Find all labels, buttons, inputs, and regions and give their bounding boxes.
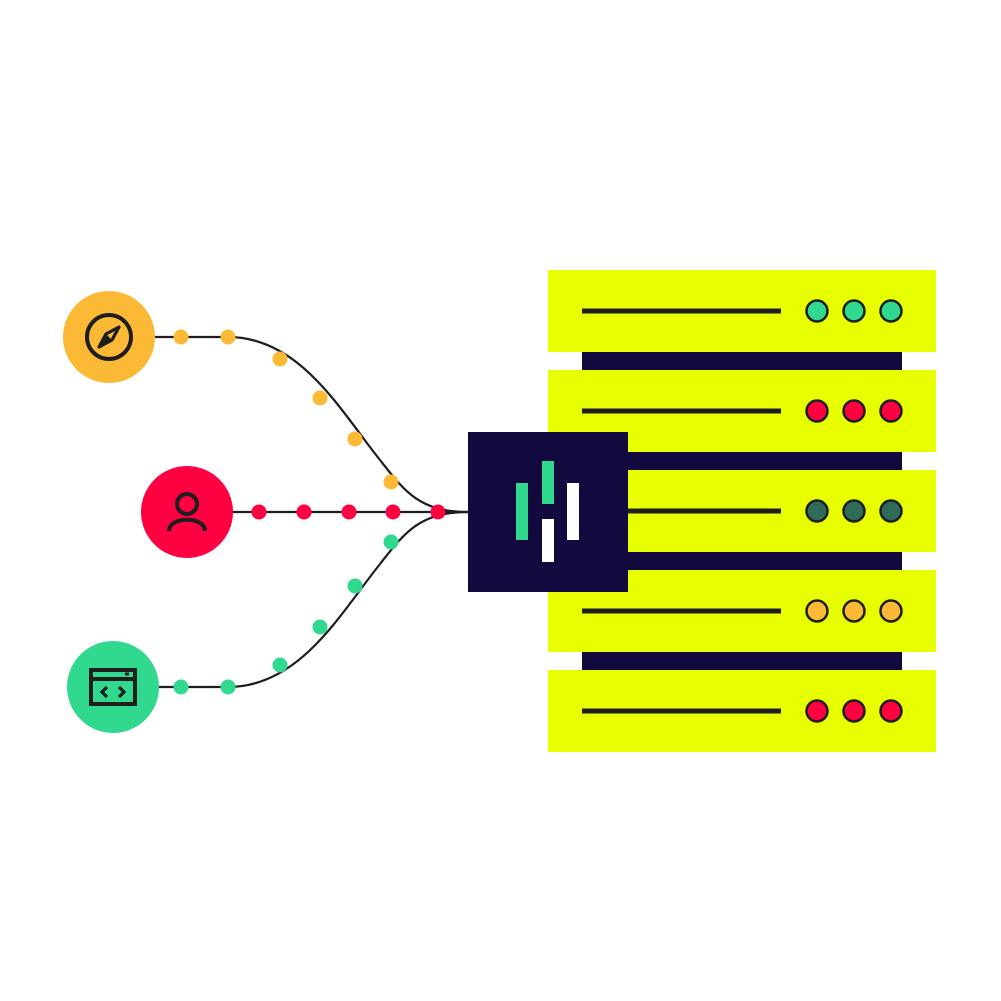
status-light <box>842 299 866 323</box>
status-light <box>842 399 866 423</box>
server-rack <box>548 270 936 752</box>
flow-dot <box>383 534 399 550</box>
status-light <box>842 599 866 623</box>
flow-dot <box>173 329 189 345</box>
flow-dot <box>220 329 236 345</box>
hub[interactable] <box>468 432 628 592</box>
server-unit <box>548 270 936 352</box>
status-light <box>879 399 903 423</box>
flow-dot <box>430 504 446 520</box>
status-light <box>805 599 829 623</box>
flow-dot <box>347 578 363 594</box>
flow-dot <box>251 504 267 520</box>
status-light <box>805 699 829 723</box>
user-icon <box>167 492 207 532</box>
connection-line <box>159 510 469 689</box>
flow-dot <box>385 504 401 520</box>
flow-dot <box>347 431 363 447</box>
source-nodes <box>63 291 233 733</box>
flow-dot <box>272 657 288 673</box>
status-light <box>805 399 829 423</box>
server-unit <box>548 670 936 752</box>
compass-icon <box>85 313 133 361</box>
compass-source[interactable] <box>63 291 155 383</box>
flow-dots <box>173 329 446 695</box>
user-source[interactable] <box>141 466 233 558</box>
status-light <box>879 699 903 723</box>
flow-dot <box>272 351 288 367</box>
status-light <box>805 299 829 323</box>
status-light <box>879 599 903 623</box>
bars-logo-icon <box>516 461 579 562</box>
flow-dot <box>296 504 312 520</box>
flow-dot <box>312 390 328 406</box>
flow-dot <box>341 504 357 520</box>
flow-dot <box>383 474 399 490</box>
status-light <box>879 499 903 523</box>
status-light <box>879 299 903 323</box>
flow-dot <box>220 679 236 695</box>
code-window-icon <box>89 668 137 706</box>
connection-line <box>155 335 469 514</box>
code-window-source[interactable] <box>67 641 159 733</box>
flow-dot <box>312 619 328 635</box>
status-light <box>842 499 866 523</box>
flow-dot <box>173 679 189 695</box>
status-light <box>842 699 866 723</box>
status-light <box>805 499 829 523</box>
